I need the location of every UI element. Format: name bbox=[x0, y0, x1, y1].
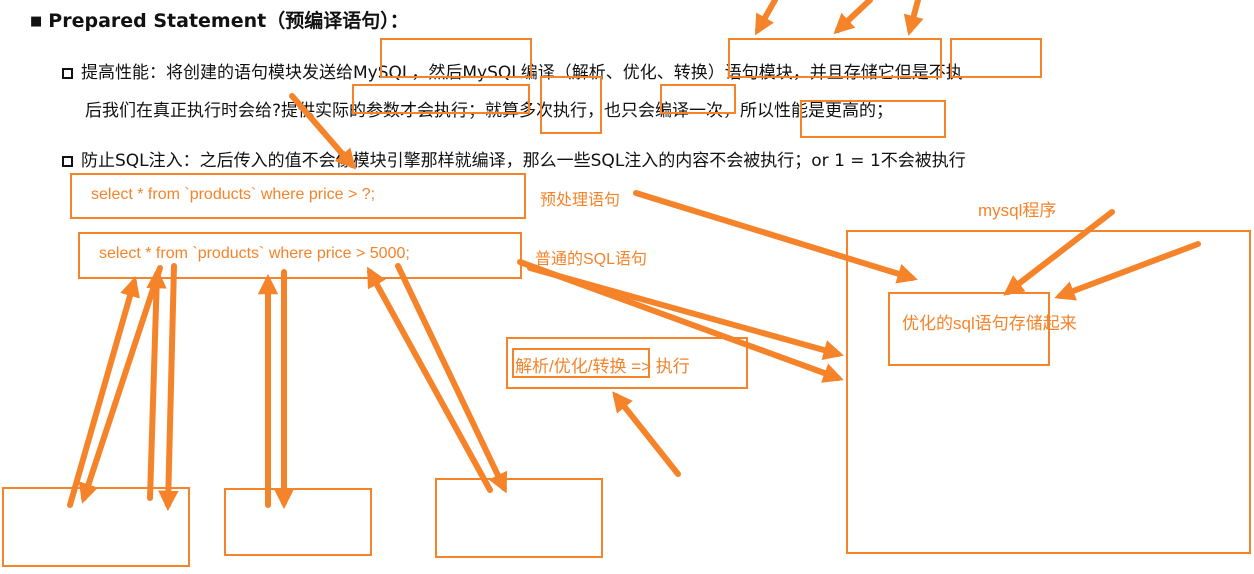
process-text: 解析/优化/转换 => 执行 bbox=[515, 352, 690, 377]
arrow-top-1 bbox=[754, 0, 778, 36]
point-performance-line2: 后我们在真正执行时会给?提供实际的参数才会执行；就算多次执行，也只会编译一次，所… bbox=[85, 101, 894, 121]
point-sql-injection-line: 防止SQL注入：之后传入的值不会像模块引擎那样就编译，那么一些SQL注入的内容不… bbox=[62, 146, 966, 171]
arrow-client1-down-2 bbox=[158, 263, 179, 512]
arrow-client3-up bbox=[367, 266, 493, 493]
normal-sql-text: select * from `products` where price > 5… bbox=[99, 245, 410, 262]
stored-label: 优化的sql语句存储起来 bbox=[902, 314, 1077, 333]
arrow-into-process bbox=[612, 391, 681, 477]
arrow-client1-up-2 bbox=[146, 267, 167, 501]
normal-sql-box bbox=[78, 232, 522, 279]
arrow-client1-up-1 bbox=[67, 276, 140, 508]
client-box-3 bbox=[435, 478, 603, 558]
section-heading: ■ Prepared Statement（预编译语句）： bbox=[30, 6, 409, 33]
arrow-client1-down-1 bbox=[78, 265, 163, 504]
highlight-box-compile-once bbox=[800, 100, 946, 138]
arrow-top-2 bbox=[833, 0, 873, 35]
prepared-sql-box bbox=[70, 173, 526, 219]
square-bullet-icon: ■ bbox=[30, 14, 43, 29]
arrow-client3-down bbox=[395, 263, 508, 494]
highlight-box-provide-params bbox=[352, 84, 530, 114]
point-sql-injection-text: 防止SQL注入：之后传入的值不会像模块引擎那样就编译，那么一些SQL注入的内容不… bbox=[81, 151, 966, 171]
prepared-sql-text: select * from `products` where price > ?… bbox=[91, 186, 376, 203]
checkbox-bullet-icon bbox=[62, 156, 73, 167]
process-highlight-text: 解析/优化/转换 bbox=[515, 357, 627, 376]
point-performance-text1: 提高性能：将创建的语句模块发送给MySQL，然后MySQL编译（解析、优化、转换… bbox=[81, 63, 963, 83]
client-box-1 bbox=[2, 487, 190, 567]
highlight-box-parse-optimize bbox=[728, 38, 942, 78]
highlight-box-multiple-exec bbox=[660, 84, 736, 114]
normal-label: 普通的SQL语句 bbox=[535, 251, 648, 268]
client-box-2 bbox=[224, 488, 372, 556]
arrow-top-3 bbox=[903, 0, 924, 36]
highlight-box-execute bbox=[540, 76, 602, 134]
heading-text: Prepared Statement（预编译语句）： bbox=[48, 10, 409, 32]
mysql-label: mysql程序 bbox=[978, 201, 1057, 220]
process-rest-text: => 执行 bbox=[626, 357, 690, 376]
stored-statement-box bbox=[888, 292, 1050, 366]
highlight-box-send-mysql bbox=[380, 38, 532, 78]
prepared-label: 预处理语句 bbox=[540, 192, 621, 209]
highlight-box-statement-module bbox=[950, 38, 1042, 78]
mysql-program-box bbox=[846, 230, 1251, 554]
checkbox-bullet-icon bbox=[62, 68, 73, 79]
point-performance-line1: 提高性能：将创建的语句模块发送给MySQL，然后MySQL编译（解析、优化、转换… bbox=[62, 58, 963, 83]
